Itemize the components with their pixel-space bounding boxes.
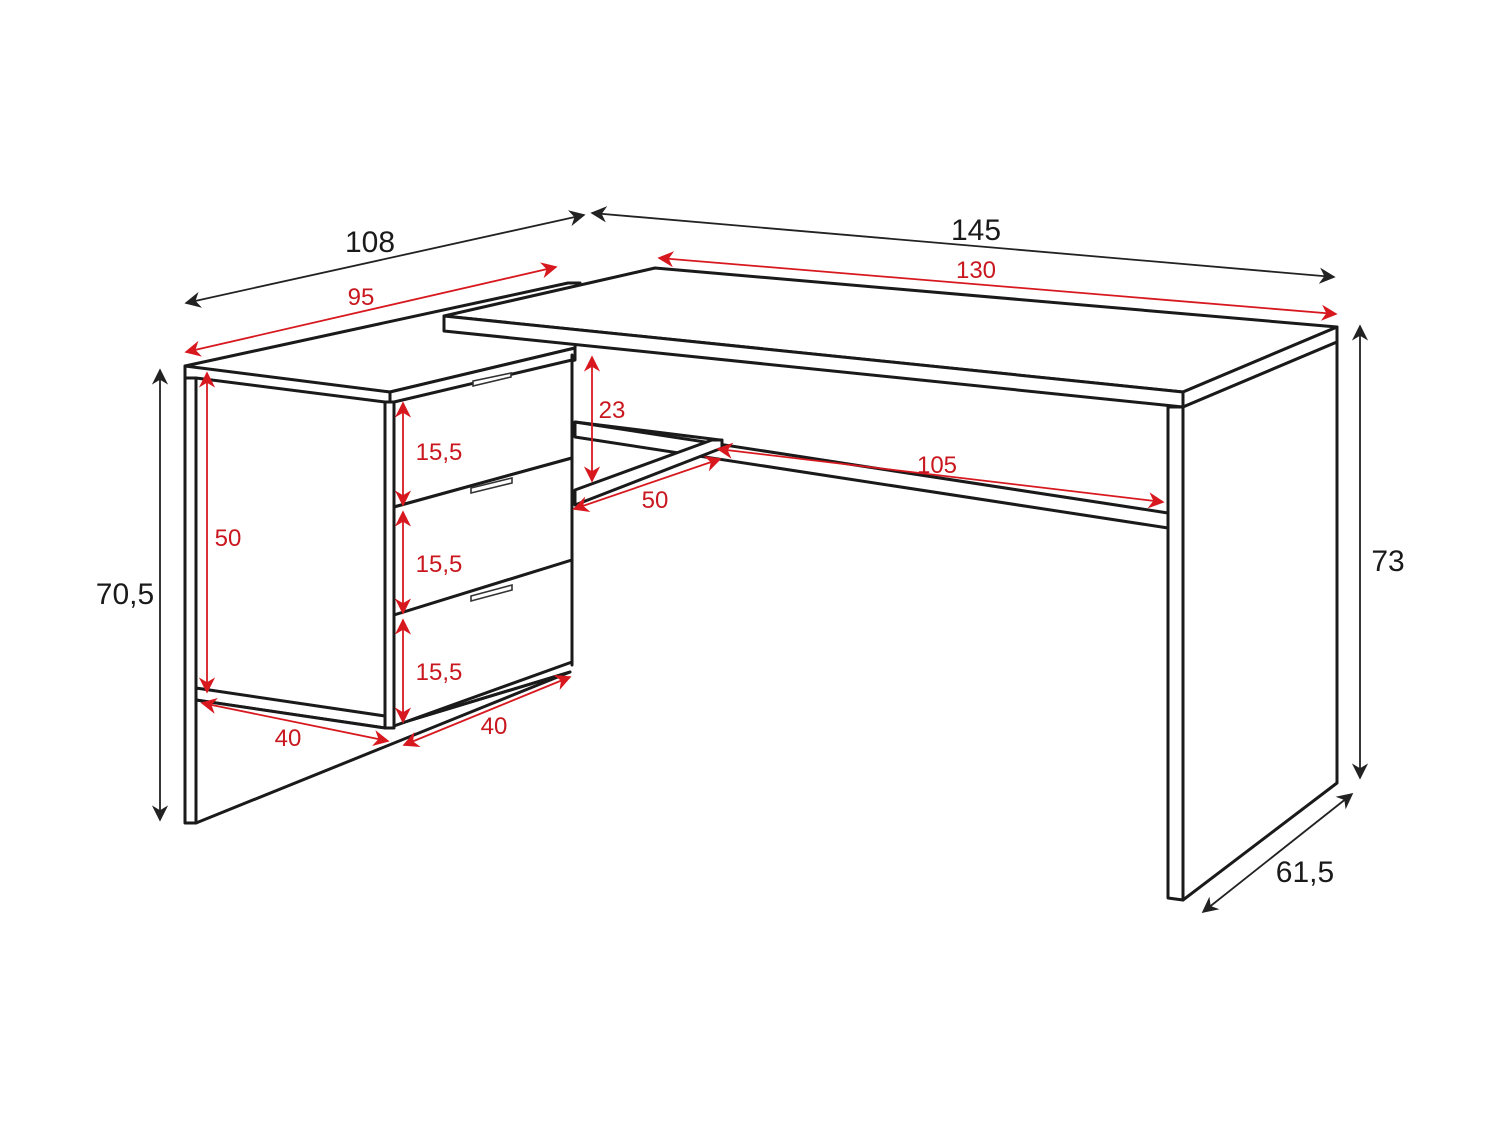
pedestal-left-side-panel: [183, 376, 198, 825]
dim-label-shelf-length: 105: [917, 452, 957, 479]
dim-line-return-inner: [184, 262, 558, 357]
main-desk: [442, 266, 1339, 902]
drawer-1-handle: [472, 372, 512, 388]
outer-dimensions: 108 145 70,5 73 61,5: [96, 206, 1405, 914]
dim-line-shelf-length: [716, 442, 1165, 509]
dim-line-drawer-width: [402, 675, 572, 747]
right-leg-front-edge: [1166, 405, 1185, 902]
dim-label-modesty-gap: 23: [599, 397, 626, 424]
dim-label-desk-depth: 61,5: [1276, 856, 1334, 889]
right-leg-panel: [1181, 340, 1339, 902]
drawer-column-edge: [383, 400, 396, 730]
dim-line-bay-depth: [200, 697, 390, 747]
dim-line-shelf-depth: [572, 456, 722, 512]
dim-line-main-inner: [657, 251, 1338, 321]
return-top-side-edge: [388, 346, 577, 406]
dim-label-shelf-depth: 50: [642, 487, 669, 514]
dim-label-drawer-2: 15,5: [416, 551, 463, 578]
pedestal-left-end-panel: [194, 376, 387, 730]
dim-label-bay-depth: 40: [275, 725, 302, 752]
dim-label-pedestal-height: 70,5: [96, 578, 154, 611]
drawer-2-handle: [470, 476, 513, 495]
dim-label-desk-height: 73: [1371, 545, 1404, 578]
dim-label-drawer-3: 15,5: [416, 659, 463, 686]
dim-label-open-height: 50: [215, 525, 242, 552]
pedestal-unit: [183, 281, 582, 825]
drawer-3-handle: [470, 583, 513, 603]
dim-line-desk-depth: [1201, 792, 1354, 914]
dim-label-main-inner: 130: [956, 257, 996, 284]
dim-label-return-inner: 95: [348, 284, 375, 311]
dim-label-drawer-1: 15,5: [416, 439, 463, 466]
dim-label-drawer-width: 40: [481, 713, 508, 740]
dim-label-main-length: 145: [951, 214, 1001, 247]
inner-dimensions: 95 130 50 15,5 15,5 15,5 40 40 23 50 105: [184, 251, 1338, 752]
dim-label-return-length: 108: [345, 226, 395, 259]
